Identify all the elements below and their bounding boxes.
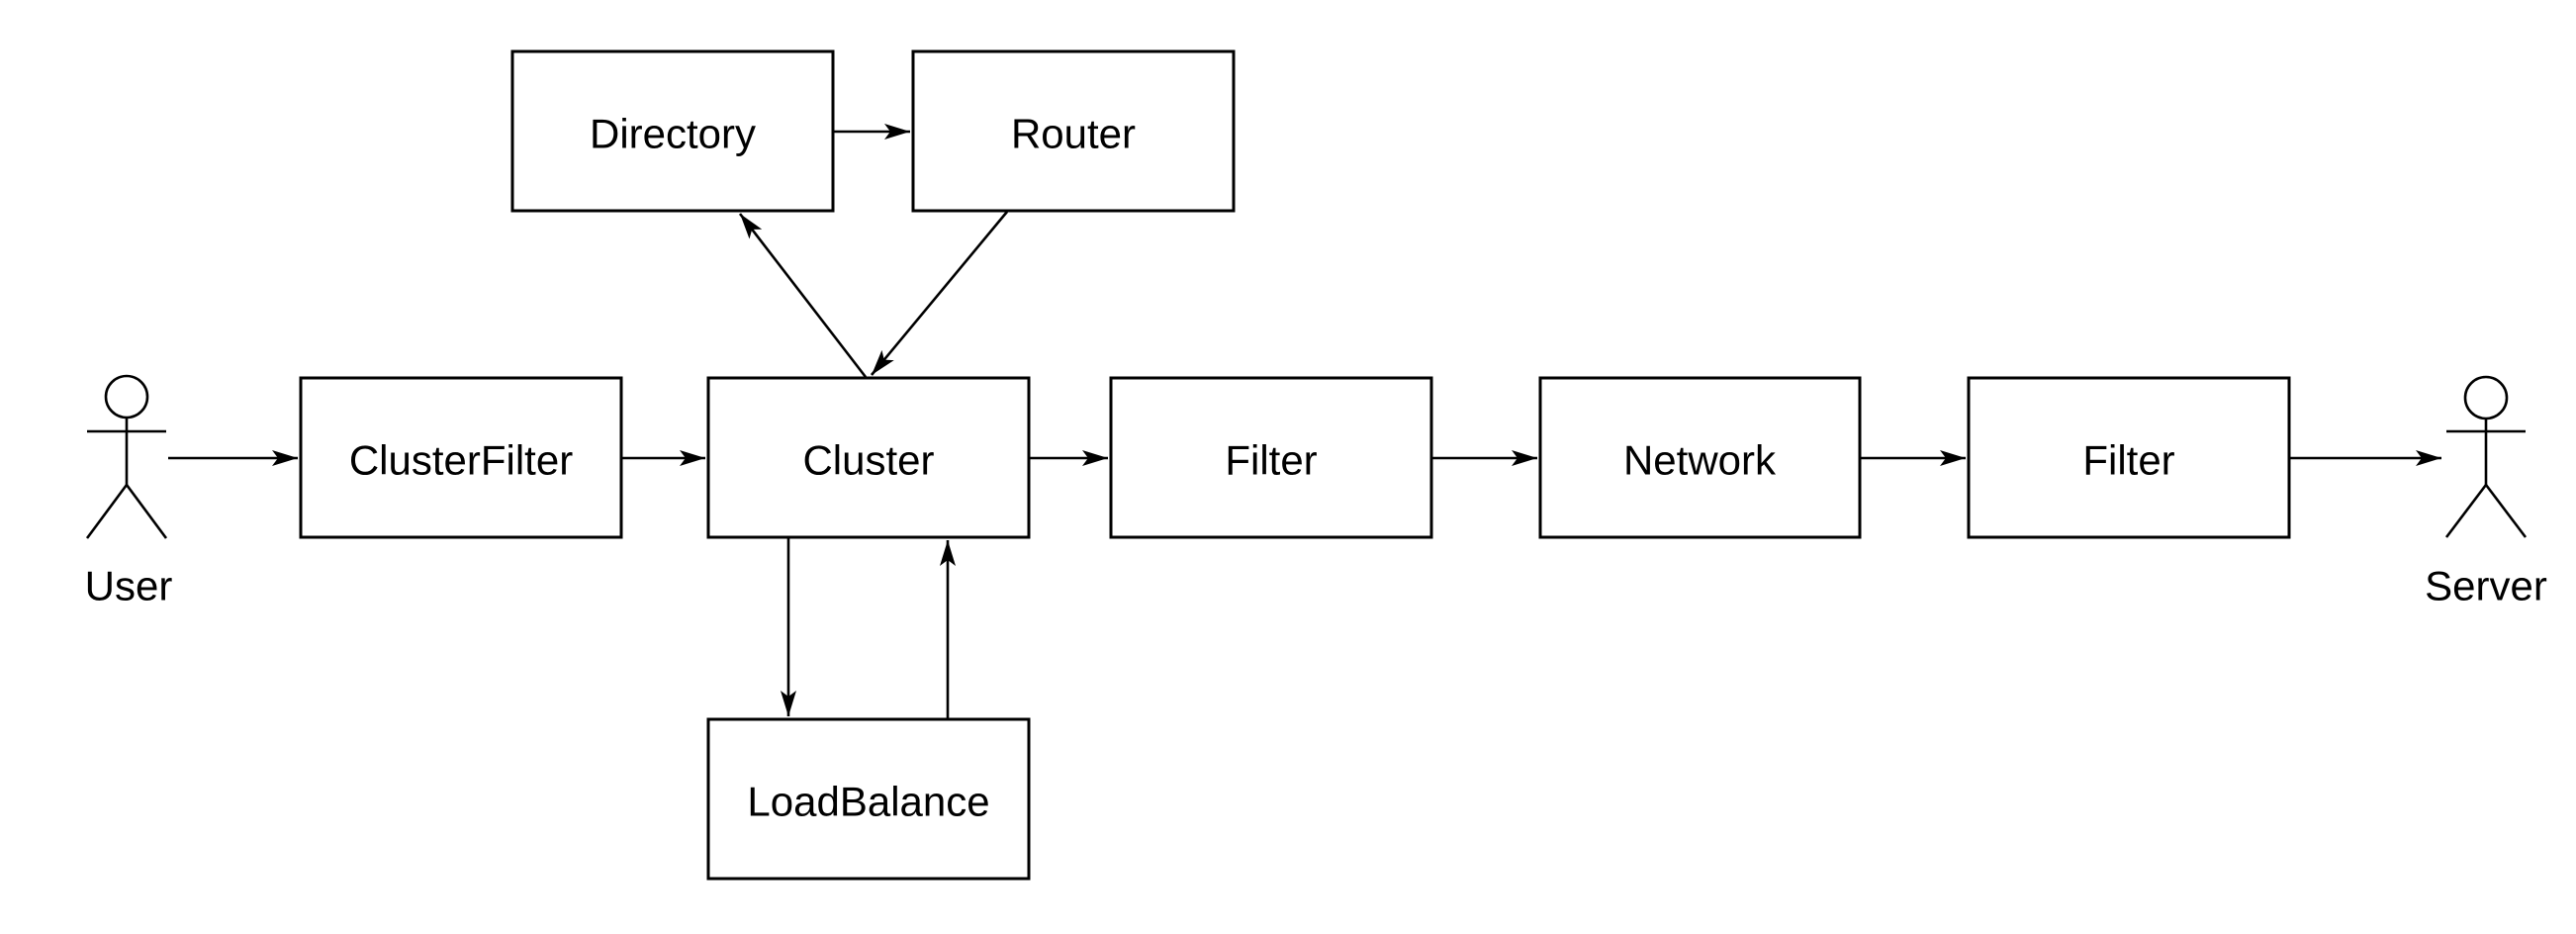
server-right-leg xyxy=(2484,484,2528,538)
node-loadbalance: LoadBalance xyxy=(706,717,1031,881)
user-head xyxy=(104,374,149,420)
node-directory: Directory xyxy=(510,49,835,213)
server-actor-icon xyxy=(2444,375,2528,538)
node-cluster-label: Cluster xyxy=(802,437,934,484)
user-left-leg xyxy=(85,484,129,539)
edge-router-cluster xyxy=(870,211,1009,376)
node-clusterfilter-label: ClusterFilter xyxy=(349,437,573,484)
node-cluster: Cluster xyxy=(706,376,1031,539)
user-right-leg xyxy=(125,484,168,539)
node-clusterfilter-box xyxy=(299,376,623,539)
node-filter2-box xyxy=(1967,376,2291,539)
edge-cluster-directory xyxy=(738,213,868,378)
node-network: Network xyxy=(1538,376,1862,539)
node-filter1: Filter xyxy=(1109,376,1433,539)
node-filter2-label: Filter xyxy=(2082,437,2174,484)
node-router-label: Router xyxy=(1011,111,1136,157)
node-directory-box xyxy=(510,49,835,213)
node-network-box xyxy=(1538,376,1862,539)
node-directory-label: Directory xyxy=(590,111,756,157)
node-filter1-label: Filter xyxy=(1225,437,1317,484)
user-actor-icon xyxy=(85,374,168,539)
server-head xyxy=(2463,375,2509,420)
edges-layer xyxy=(168,124,2441,719)
node-router: Router xyxy=(911,49,1236,213)
actor-server-label: Server xyxy=(2425,563,2547,609)
node-cluster-box xyxy=(706,376,1031,539)
actor-server: Server xyxy=(2425,375,2547,609)
node-router-box xyxy=(911,49,1236,213)
node-loadbalance-label: LoadBalance xyxy=(747,779,989,825)
node-loadbalance-box xyxy=(706,717,1031,881)
node-clusterfilter: ClusterFilter xyxy=(299,376,623,539)
actor-user: User xyxy=(85,374,173,609)
node-network-label: Network xyxy=(1623,437,1777,484)
node-filter1-box xyxy=(1109,376,1433,539)
node-filter2: Filter xyxy=(1967,376,2291,539)
server-left-leg xyxy=(2444,484,2488,538)
actor-user-label: User xyxy=(85,563,173,609)
